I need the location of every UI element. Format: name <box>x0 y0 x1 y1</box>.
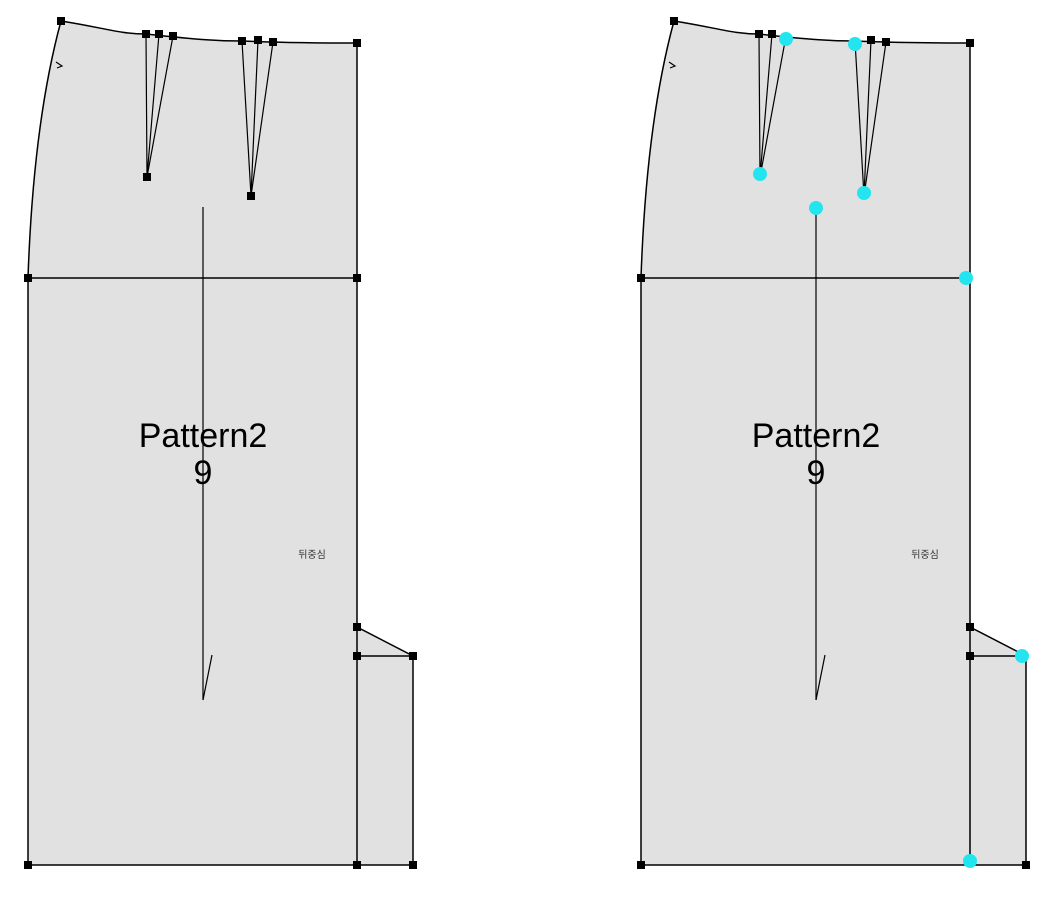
notch-mark <box>55 61 64 69</box>
control-point[interactable] <box>409 861 417 869</box>
pattern-piece-selected[interactable]: Pattern2 9 뒤중심 <box>637 17 1030 869</box>
selected-point-marker[interactable] <box>959 271 973 285</box>
control-point[interactable] <box>24 861 32 869</box>
piece-body[interactable] <box>640 20 1027 866</box>
control-point[interactable] <box>57 17 65 25</box>
control-point[interactable] <box>269 38 277 46</box>
grainline-arrow <box>815 654 826 701</box>
control-point[interactable] <box>353 39 361 47</box>
center-back-label: 뒤중심 <box>298 549 326 561</box>
front-dart-1-center <box>759 33 773 178</box>
piece-name-label: Pattern2 <box>752 417 881 455</box>
selected-point-marker[interactable] <box>809 201 823 215</box>
control-point[interactable] <box>353 652 361 660</box>
piece-name-label: Pattern2 <box>139 417 268 455</box>
control-point[interactable] <box>966 623 974 631</box>
control-point[interactable] <box>155 30 163 38</box>
control-point[interactable] <box>142 30 150 38</box>
control-point[interactable] <box>169 32 177 40</box>
control-point[interactable] <box>670 17 678 25</box>
selected-points[interactable] <box>753 32 1029 868</box>
control-point[interactable] <box>867 36 875 44</box>
control-point[interactable] <box>966 652 974 660</box>
control-point[interactable] <box>768 30 776 38</box>
control-point[interactable] <box>353 861 361 869</box>
piece-number-label: 9 <box>194 454 213 492</box>
selected-point-marker[interactable] <box>753 167 767 181</box>
control-point[interactable] <box>353 274 361 282</box>
piece-body[interactable] <box>27 20 414 866</box>
selected-point-marker[interactable] <box>1015 649 1029 663</box>
selected-point-marker[interactable] <box>857 186 871 200</box>
control-point[interactable] <box>247 192 255 200</box>
grainline-arrow <box>202 654 213 701</box>
control-points[interactable] <box>637 17 1030 869</box>
control-point[interactable] <box>238 37 246 45</box>
control-point[interactable] <box>966 39 974 47</box>
control-point[interactable] <box>24 274 32 282</box>
control-points[interactable] <box>24 17 417 869</box>
selected-point-marker[interactable] <box>779 32 793 46</box>
front-dart-2-center <box>863 39 872 197</box>
control-point[interactable] <box>254 36 262 44</box>
notch-mark <box>668 61 677 69</box>
control-point[interactable] <box>409 652 417 660</box>
control-point[interactable] <box>882 38 890 46</box>
control-point[interactable] <box>637 274 645 282</box>
control-point[interactable] <box>637 861 645 869</box>
pattern-piece-original[interactable]: Pattern2 9 뒤중심 <box>24 17 417 869</box>
control-point[interactable] <box>143 173 151 181</box>
front-dart-1-center <box>146 33 160 178</box>
control-point[interactable] <box>1022 861 1030 869</box>
control-point[interactable] <box>755 30 763 38</box>
front-dart-2-center <box>250 39 259 197</box>
selected-point-marker[interactable] <box>848 37 862 51</box>
control-point[interactable] <box>353 623 361 631</box>
selected-point-marker[interactable] <box>963 854 977 868</box>
piece-number-label: 9 <box>807 454 826 492</box>
center-back-label: 뒤중심 <box>911 549 939 561</box>
